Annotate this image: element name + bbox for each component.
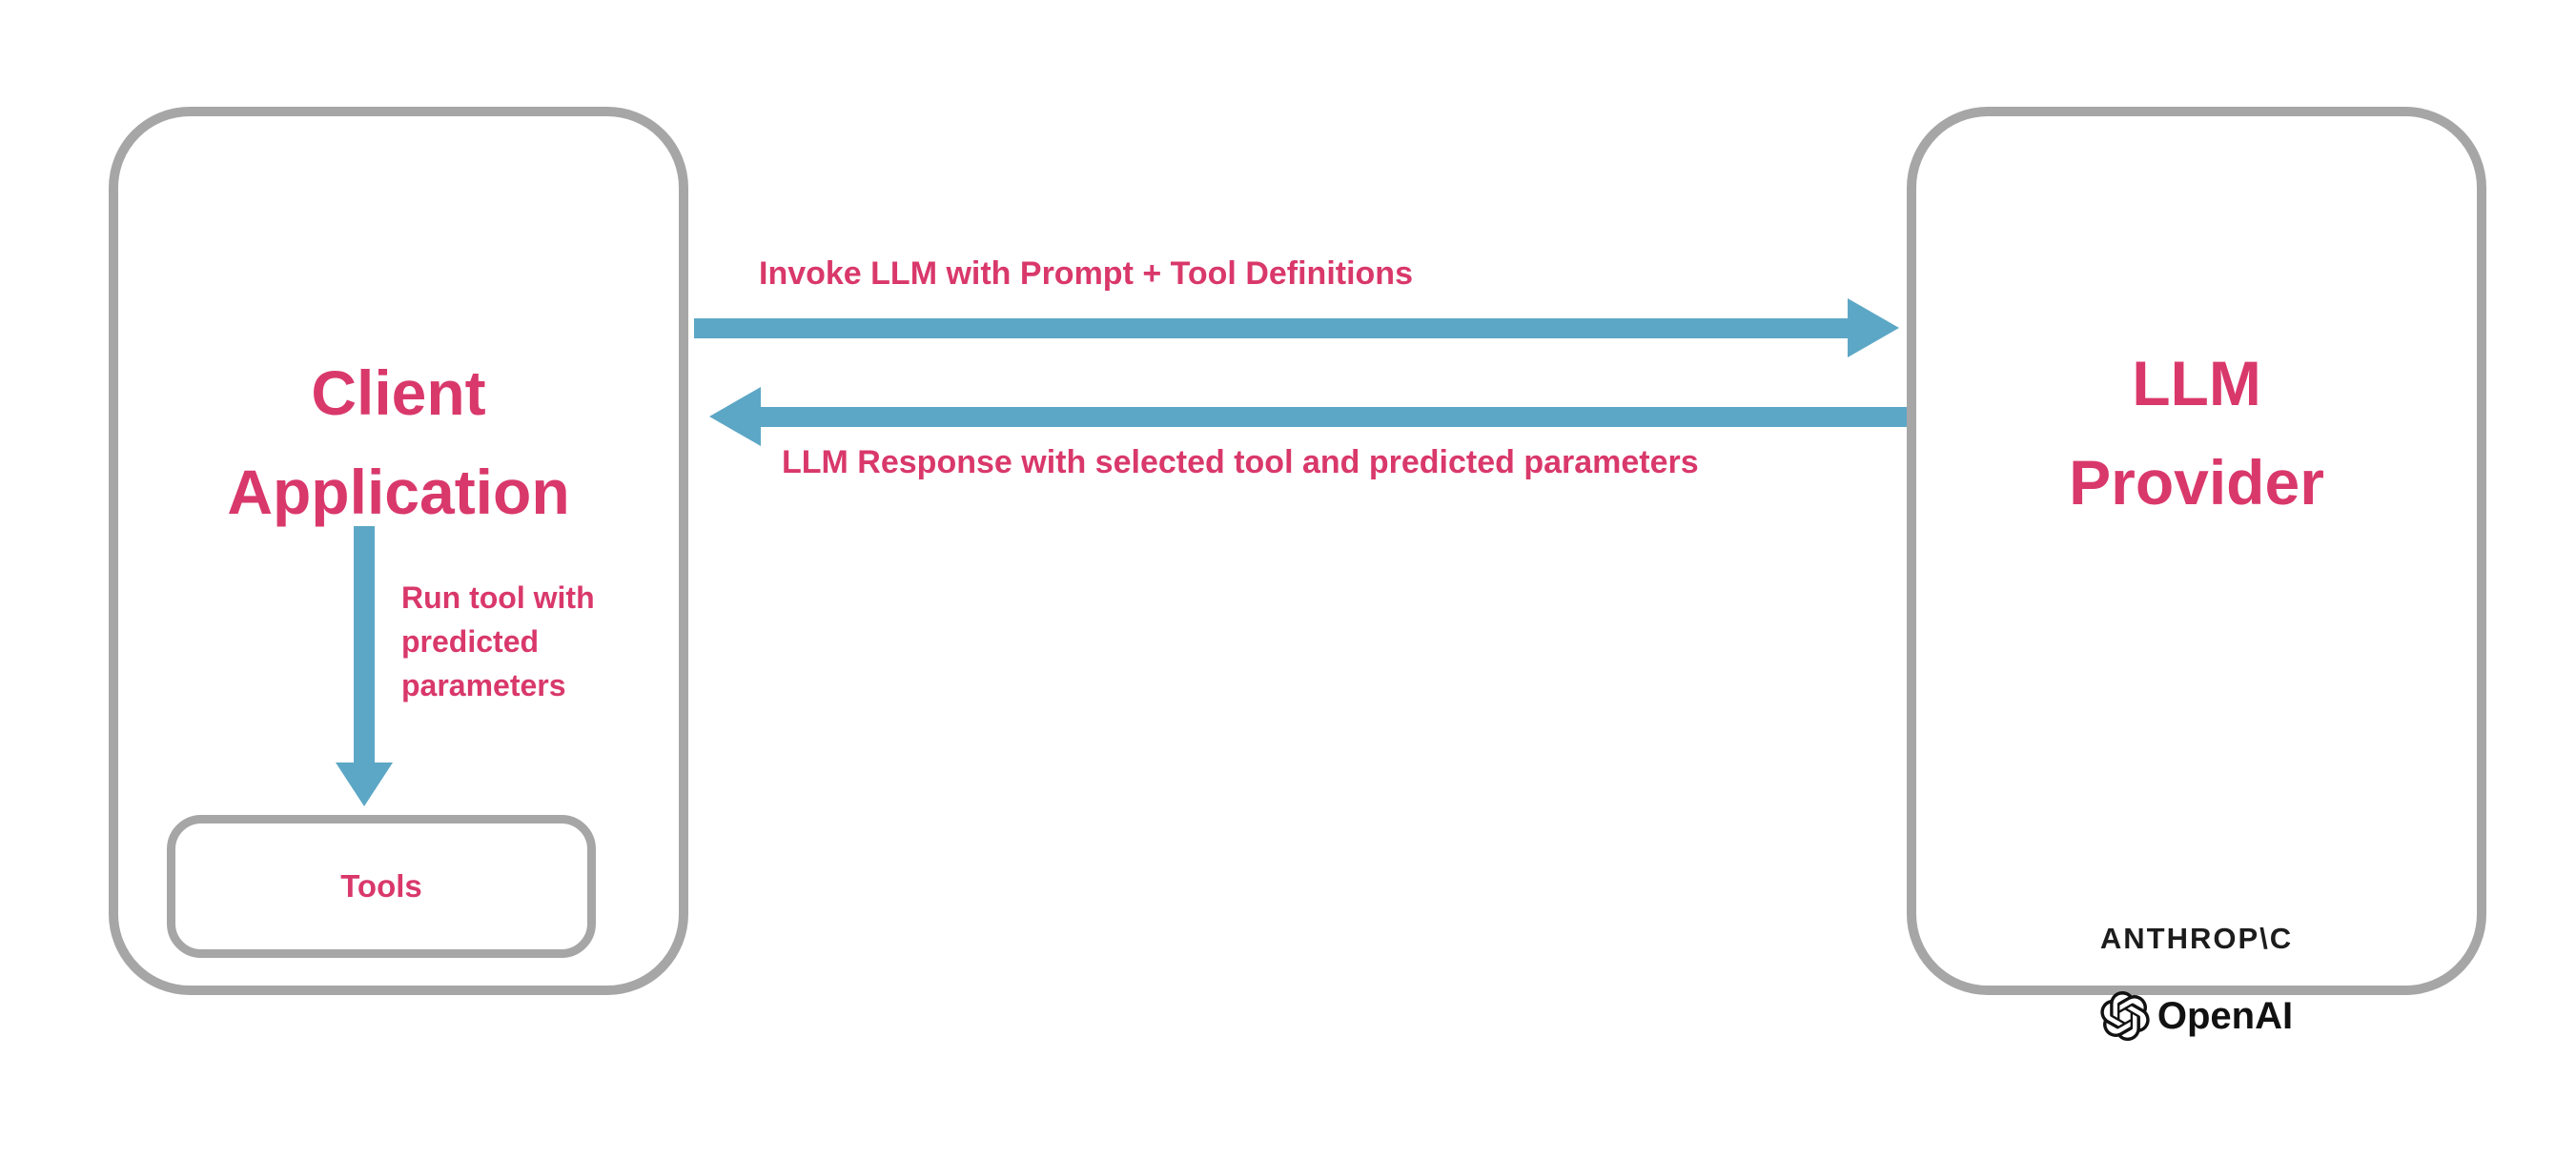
anthropic-wordmark: ANTHROP\C bbox=[2099, 922, 2294, 955]
run-tool-arrow-head-icon bbox=[336, 762, 393, 806]
run-tool-label: Run tool with predicted parameters bbox=[401, 580, 595, 702]
openai-wordmark: OpenAI bbox=[2157, 994, 2294, 1037]
request-arrow-label: Invoke LLM with Prompt + Tool Definition… bbox=[759, 255, 1413, 292]
openai-logo-row: OpenAI bbox=[1916, 991, 2477, 1041]
run-tool-arrow-shaft bbox=[354, 526, 375, 762]
openai-logo-icon bbox=[2100, 991, 2150, 1041]
request-arrow-shaft bbox=[694, 318, 1850, 338]
response-arrow-head-icon bbox=[709, 387, 761, 446]
response-arrow-label: LLM Response with selected tool and pred… bbox=[782, 444, 1699, 480]
llm-provider-title: LLM Provider bbox=[2069, 348, 2324, 518]
tools-box: Tools bbox=[167, 815, 596, 958]
llm-provider-box: LLM Provider ANTHROP\C OpenAI bbox=[1907, 107, 2486, 1041]
client-application-title: Client Application bbox=[227, 357, 570, 527]
tools-label: Tools bbox=[340, 868, 422, 904]
request-arrow-head-icon bbox=[1848, 298, 1899, 357]
response-arrow-shaft bbox=[760, 407, 1912, 427]
